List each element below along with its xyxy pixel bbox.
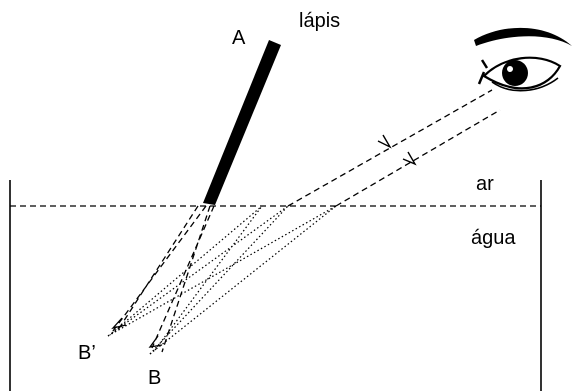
label-air: ar: [476, 173, 494, 195]
water-ray-2: [107, 205, 337, 337]
water-ray-5: [111, 205, 263, 334]
label-water: água: [471, 227, 516, 249]
water-ray-1: [107, 205, 289, 337]
pencil-extension-inner-a: [117, 205, 199, 331]
air-ray-lower-arrow: [402, 151, 417, 166]
label-b: B: [148, 367, 161, 389]
pencil: [203, 40, 281, 205]
water-ray-4: [149, 205, 337, 355]
pencil-extension-to-b: [161, 205, 211, 353]
water-ray-6: [154, 205, 263, 351]
water-ray-3: [149, 205, 289, 355]
label-b-prime: B’: [78, 342, 96, 364]
air-ray-upper-arrow: [377, 134, 392, 149]
pencil-extension-to-b-prime: [109, 205, 207, 336]
pencil-extension-inner-b: [151, 205, 215, 349]
eye-icon: [474, 27, 572, 92]
air-ray-upper: [287, 89, 493, 207]
label-a: A: [232, 27, 246, 49]
air-ray-lower: [335, 109, 501, 207]
label-pencil: lápis: [299, 10, 340, 32]
